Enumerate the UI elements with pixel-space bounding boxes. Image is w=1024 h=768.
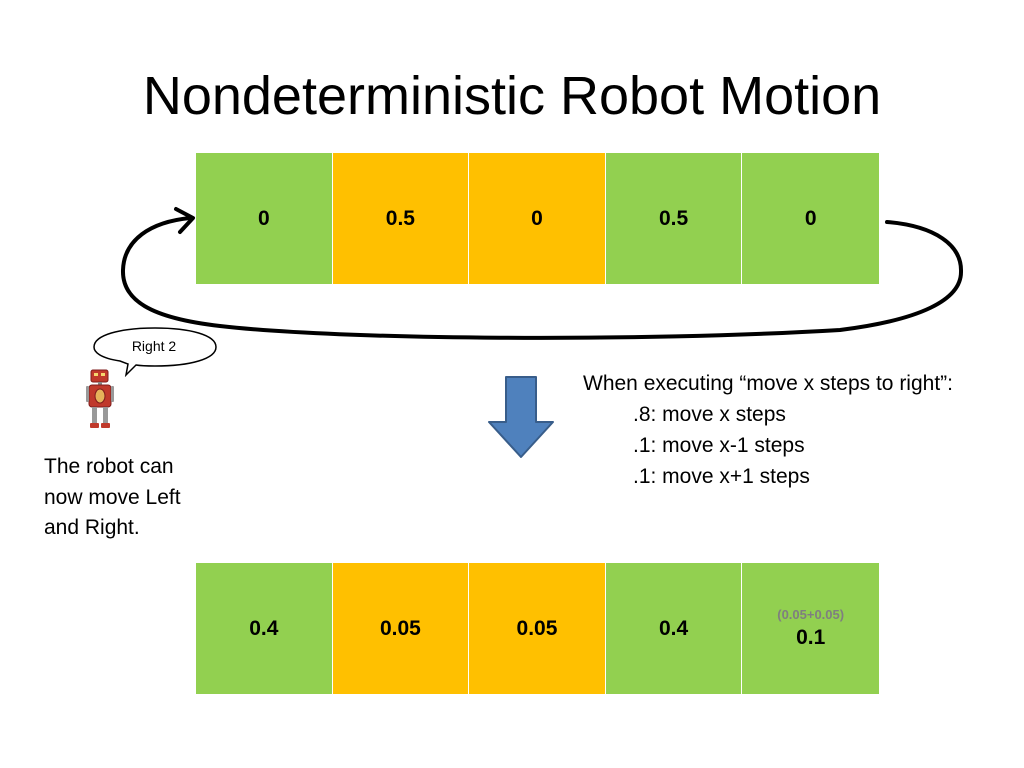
- rule-item: .1: move x-1 steps: [633, 434, 805, 457]
- prior-cell: 0: [469, 153, 606, 284]
- robot-note: The robot can now move Left and Right.: [44, 455, 181, 539]
- prior-cell: 0: [196, 153, 333, 284]
- cell-value: 0.05: [516, 616, 558, 640]
- cell-value: 0.05: [379, 616, 421, 640]
- posterior-cell: 0.4: [605, 563, 743, 694]
- rules-heading: When executing “move x steps to right”:: [583, 372, 953, 395]
- slide-title: Nondeterministic Robot Motion: [142, 66, 882, 126]
- prior-belief-strip: 0 0.5 0 0.5 0: [196, 153, 879, 284]
- cell-value: 0: [531, 206, 543, 230]
- prior-cell: 0: [742, 153, 879, 284]
- posterior-belief-strip: 0.4 0.05 0.05 0.4 (0.05+0.05) 0.1: [196, 563, 879, 694]
- posterior-cell: 0.4: [196, 563, 333, 694]
- cell-value: 0.4: [249, 616, 279, 640]
- cell-value: 0.1: [796, 626, 826, 649]
- speech-bubble-text: Right 2: [131, 338, 177, 354]
- cell-note: (0.05+0.05): [777, 607, 845, 622]
- prior-cell: 0.5: [605, 153, 743, 284]
- motion-rules: When executing “move x steps to right”: …: [583, 368, 953, 492]
- cell-value: 0.4: [658, 616, 689, 640]
- rule-item: .1: move x+1 steps: [633, 465, 810, 488]
- prior-cell: 0.5: [332, 153, 470, 284]
- down-arrow-icon: [488, 376, 554, 458]
- cell-value: 0.5: [658, 206, 689, 230]
- cell-value: 0: [257, 206, 270, 230]
- cell-value: 0.5: [385, 206, 415, 230]
- cell-value: 0: [804, 206, 817, 230]
- speech-bubble: [93, 327, 217, 377]
- posterior-cell: 0.05: [332, 563, 470, 694]
- robot-icon: [86, 369, 114, 428]
- rule-item: .8: move x steps: [633, 403, 786, 426]
- posterior-cell: (0.05+0.05) 0.1: [742, 563, 879, 694]
- posterior-cell: 0.05: [469, 563, 606, 694]
